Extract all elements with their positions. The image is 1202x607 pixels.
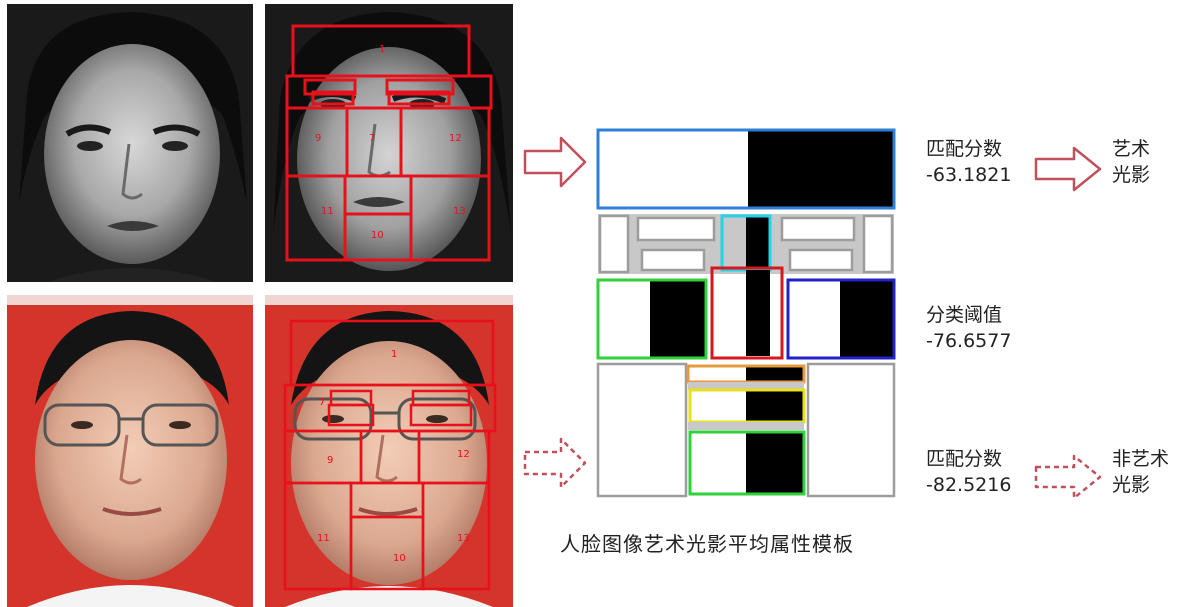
grid-number: 7 (369, 133, 375, 144)
class-label-line: 艺术 (1112, 138, 1151, 160)
class-label-line: 光影 (1112, 164, 1151, 186)
threshold-label: 分类阈值 (926, 304, 1003, 326)
grid-number: 13 (457, 533, 470, 544)
grid-number: 11 (317, 533, 330, 544)
grid-number: 10 (393, 553, 406, 564)
grid-number: 10 (371, 230, 384, 241)
grid-number: 1 (391, 349, 397, 360)
grid-number: 9 (315, 133, 321, 144)
match-score-value: -63.1821 (926, 164, 1012, 186)
top-class-label: 艺术 光影 (1112, 136, 1150, 188)
template-forehead-feature (596, 128, 896, 210)
solid-arrow-to-template (523, 136, 587, 188)
template-nose-feature (710, 266, 784, 360)
grid-number: 9 (327, 455, 333, 466)
face-grid-overlay (283, 319, 497, 591)
grid-number: 1 (379, 44, 385, 55)
face-photo-color-original (7, 295, 253, 607)
template-eye-row (598, 214, 894, 274)
threshold-value: -76.6577 (926, 330, 1012, 352)
grid-number: 12 (449, 133, 462, 144)
dashed-arrow-to-template (523, 437, 587, 489)
grid-number: 12 (457, 449, 470, 460)
class-label-line: 非艺术 (1112, 448, 1170, 470)
top-match-score: 匹配分数 -63.1821 (926, 136, 1011, 188)
template-lower-face (596, 362, 896, 498)
solid-arrow-to-class (1034, 146, 1102, 192)
bottom-match-score: 匹配分数 -82.5216 (926, 446, 1011, 498)
grid-number: 13 (453, 206, 466, 217)
face-grid-overlay (285, 24, 493, 262)
face-photo-color-grid: 1 7 9 12 11 10 13 (265, 295, 513, 607)
template-caption: 人脸图像艺术光影平均属性模板 (560, 532, 854, 556)
match-score-value: -82.5216 (926, 474, 1012, 496)
grid-number: 11 (321, 206, 334, 217)
face-photo-bw-grid: 1 9 7 12 11 10 13 (265, 4, 513, 282)
bottom-class-label: 非艺术 光影 (1112, 446, 1169, 498)
class-label-line: 光影 (1112, 474, 1151, 496)
face-photo-bw-original (7, 4, 253, 282)
classification-threshold: 分类阈值 -76.6577 (926, 302, 1011, 354)
template-right-cheek-feature (786, 278, 896, 360)
average-attribute-template (596, 128, 896, 498)
match-score-label: 匹配分数 (926, 138, 1003, 160)
match-score-label: 匹配分数 (926, 448, 1003, 470)
template-left-cheek-feature (596, 278, 708, 360)
dashed-arrow-to-class (1034, 454, 1102, 500)
grid-number: 7 (319, 397, 325, 408)
